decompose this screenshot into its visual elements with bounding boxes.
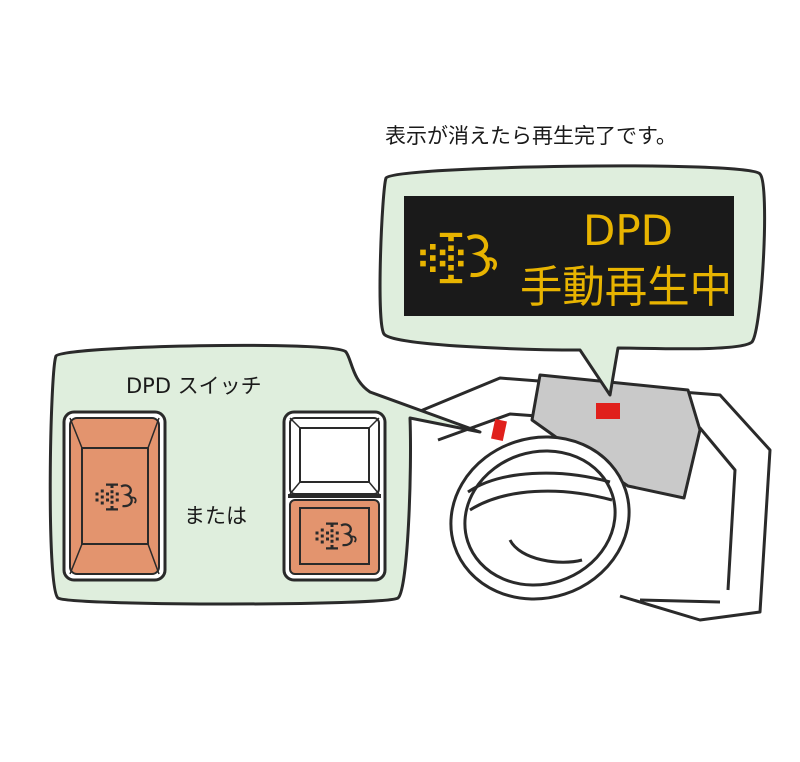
meter-display-marker: [596, 403, 620, 419]
dpd-switch-type-b[interactable]: [282, 410, 387, 582]
lcd-display: [404, 196, 734, 316]
dash-switch-marker: [491, 418, 507, 442]
display-line-dpd: DPD: [583, 206, 673, 255]
display-line-manual-regeneration: 手動再生中: [520, 262, 732, 313]
dpd-switch-type-a[interactable]: [62, 410, 167, 582]
steering-wheel: [449, 435, 631, 601]
meter-cluster: [530, 373, 702, 500]
or-label: または: [184, 504, 247, 528]
switch-panel-title: DPD スイッチ: [126, 374, 262, 398]
caption-text: 表示が消えたら再生完了です。: [385, 124, 677, 148]
